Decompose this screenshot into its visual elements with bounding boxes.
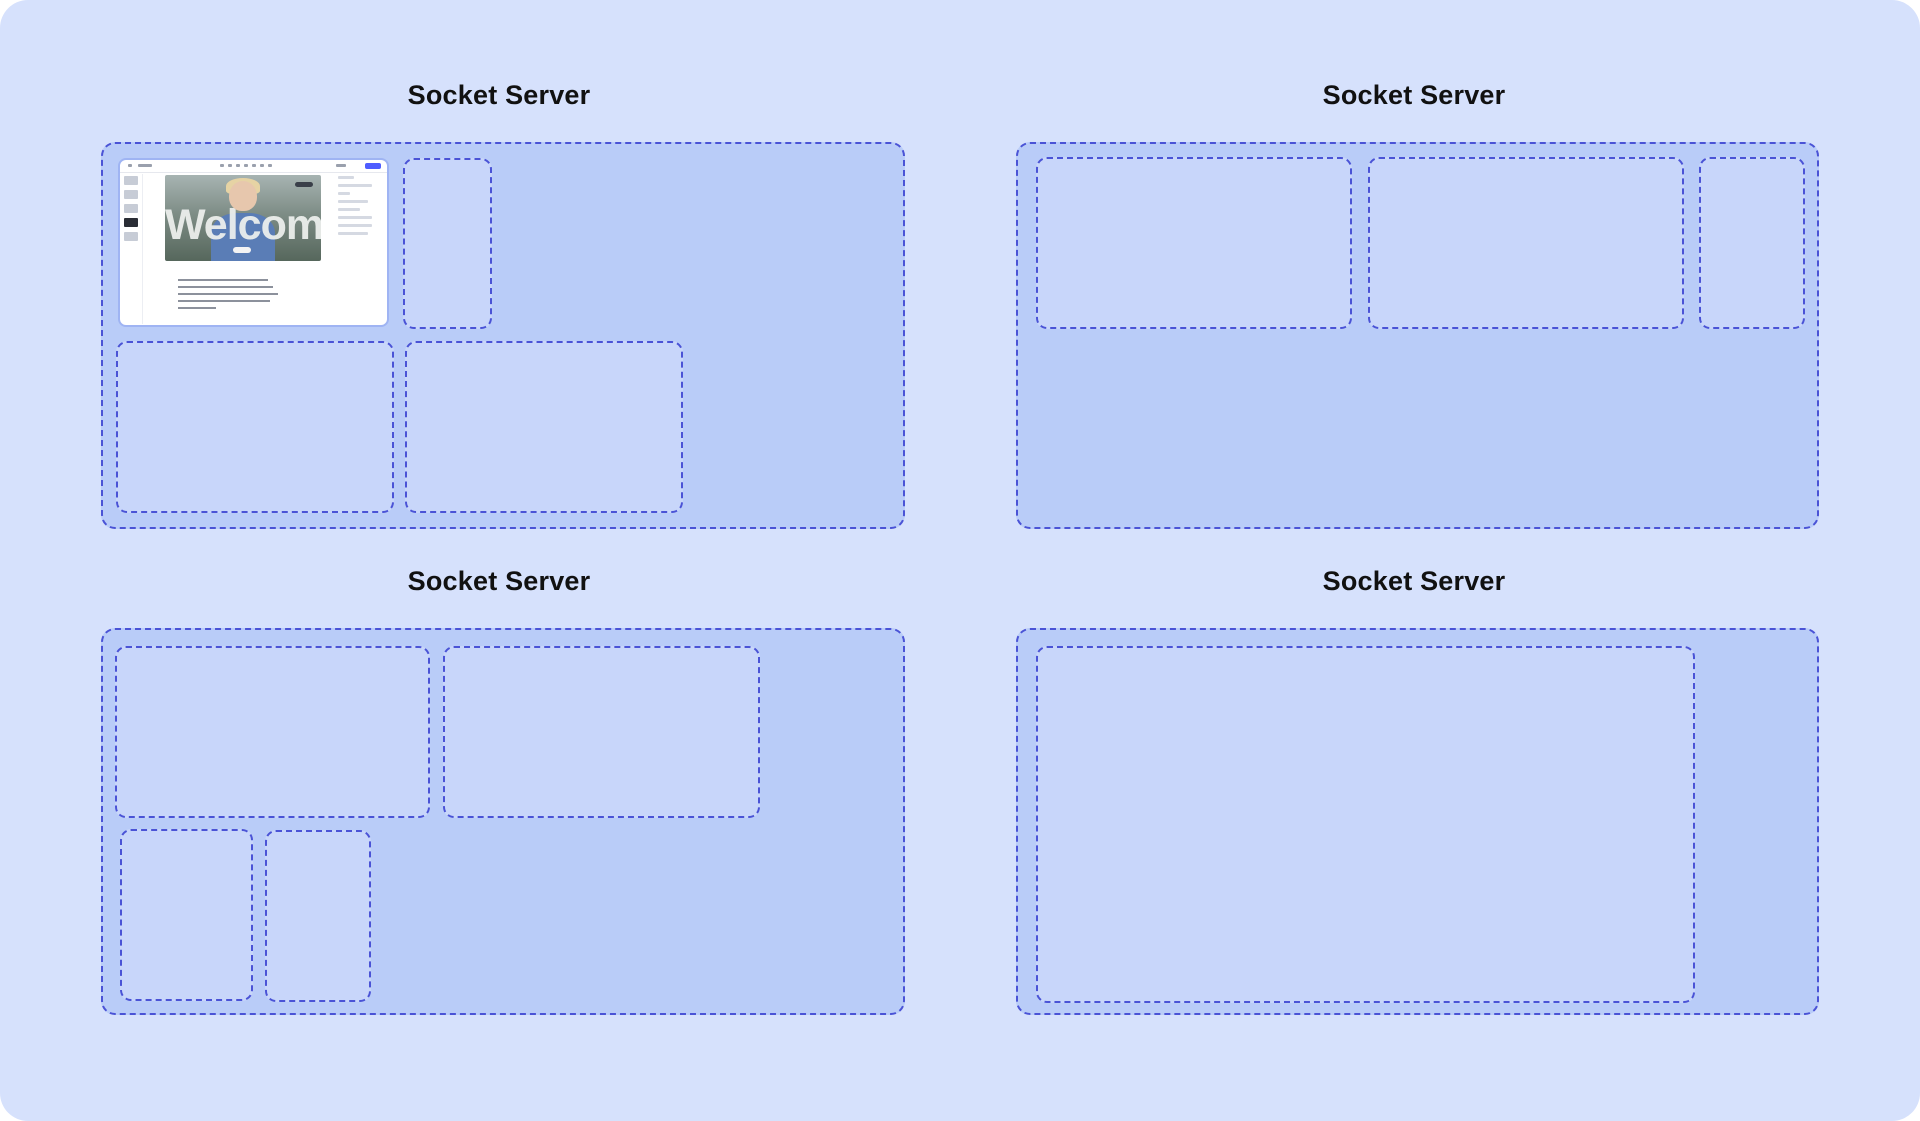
- property-row: [338, 176, 354, 179]
- toolbar-icon: [244, 164, 248, 167]
- property-row: [338, 208, 360, 211]
- toolbar-icon: [228, 164, 232, 167]
- scene-item: [124, 232, 138, 241]
- client-slot: [443, 646, 760, 818]
- toolbar-icon: [138, 164, 152, 167]
- server-title: Socket Server: [407, 566, 591, 596]
- property-row: [338, 200, 368, 203]
- avatar-head: [229, 181, 257, 211]
- client-slot: [1036, 646, 1695, 1003]
- scene-item: [124, 190, 138, 199]
- toolbar-icon: [128, 164, 132, 167]
- scene-item: [124, 204, 138, 213]
- client-slot: [1699, 157, 1805, 329]
- script-line: [178, 279, 268, 281]
- script-line: [178, 293, 278, 295]
- export-button-icon: [365, 163, 381, 169]
- toolbar-icon: [236, 164, 240, 167]
- toolbar-icon: [336, 164, 346, 167]
- property-row: [338, 232, 368, 235]
- scene-item: [124, 218, 138, 227]
- client-slot: [1036, 157, 1352, 329]
- server-title: Socket Server: [407, 80, 591, 110]
- scene-item: [124, 176, 138, 185]
- toolbar-icon: [260, 164, 264, 167]
- client-slot: [1368, 157, 1684, 329]
- client-slot: [405, 341, 683, 513]
- script-line: [178, 300, 270, 302]
- thumbnail-divider: [142, 174, 143, 324]
- property-row: [338, 224, 372, 227]
- video-toggle: [295, 182, 313, 187]
- script-line: [178, 307, 216, 309]
- avatar-body: [211, 213, 275, 261]
- server-title: Socket Server: [1322, 566, 1506, 596]
- app-screenshot-thumbnail: Welcome: [118, 158, 389, 327]
- caption-badge: [233, 247, 251, 253]
- toolbar-icon: [220, 164, 224, 167]
- property-row: [338, 184, 372, 187]
- client-slot: [403, 158, 492, 329]
- script-line: [178, 286, 273, 288]
- socket-server-container: Welcome: [101, 142, 905, 529]
- property-row: [338, 216, 372, 219]
- property-row: [338, 192, 350, 195]
- toolbar-icon: [268, 164, 272, 167]
- thumbnail-properties-panel: [338, 176, 374, 240]
- client-slot: [265, 830, 371, 1002]
- toolbar-icon: [252, 164, 256, 167]
- client-slot: [116, 341, 394, 513]
- socket-server-container: [101, 628, 905, 1015]
- client-slot: [115, 646, 430, 818]
- server-title: Socket Server: [1322, 80, 1506, 110]
- thumbnail-scene-list: [124, 176, 138, 246]
- socket-server-container: [1016, 628, 1819, 1015]
- client-slot: [120, 829, 253, 1001]
- socket-server-container: [1016, 142, 1819, 529]
- video-preview: Welcome: [165, 175, 321, 261]
- thumbnail-toolbar: [120, 160, 387, 173]
